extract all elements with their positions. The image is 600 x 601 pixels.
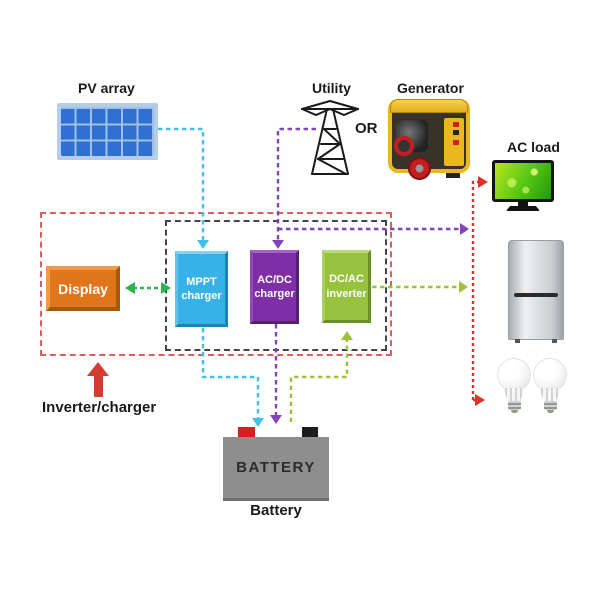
tv-icon	[492, 160, 554, 211]
dcac-inverter-block: DC/AC inverter	[322, 250, 371, 323]
acdc-charger-block: AC/DC charger	[250, 250, 299, 324]
mppt-charger-label: MPPT charger	[181, 275, 222, 302]
utility-tower-icon	[301, 100, 359, 175]
battery-block: BATTERY	[223, 437, 329, 501]
acdc-charger-label: AC/DC charger	[254, 273, 295, 300]
led-bulb-icon	[533, 358, 567, 413]
red-up-arrow	[87, 362, 109, 397]
generator-icon	[386, 96, 472, 180]
pv-cells-grid	[61, 107, 154, 156]
battery-caption: Battery	[250, 502, 302, 519]
battery-unit-label: BATTERY	[236, 459, 316, 476]
dcac-inverter-label: DC/AC inverter	[326, 273, 367, 300]
generator-label: Generator	[397, 80, 464, 96]
mppt-charger-block: MPPT charger	[175, 251, 228, 327]
led-bulb-icon	[497, 358, 531, 413]
pv-array-label: PV array	[78, 80, 135, 96]
battery-positive-terminal	[238, 427, 255, 438]
display-block-label: Display	[58, 280, 108, 297]
battery-negative-terminal	[302, 427, 318, 438]
display-block: Display	[46, 266, 120, 311]
or-label: OR	[355, 120, 378, 137]
ac-load-label: AC load	[507, 139, 560, 155]
pv-array-panel	[57, 103, 158, 160]
inverter-charger-label: Inverter/charger	[42, 399, 157, 416]
refrigerator-icon	[508, 240, 564, 343]
utility-label: Utility	[312, 80, 351, 96]
